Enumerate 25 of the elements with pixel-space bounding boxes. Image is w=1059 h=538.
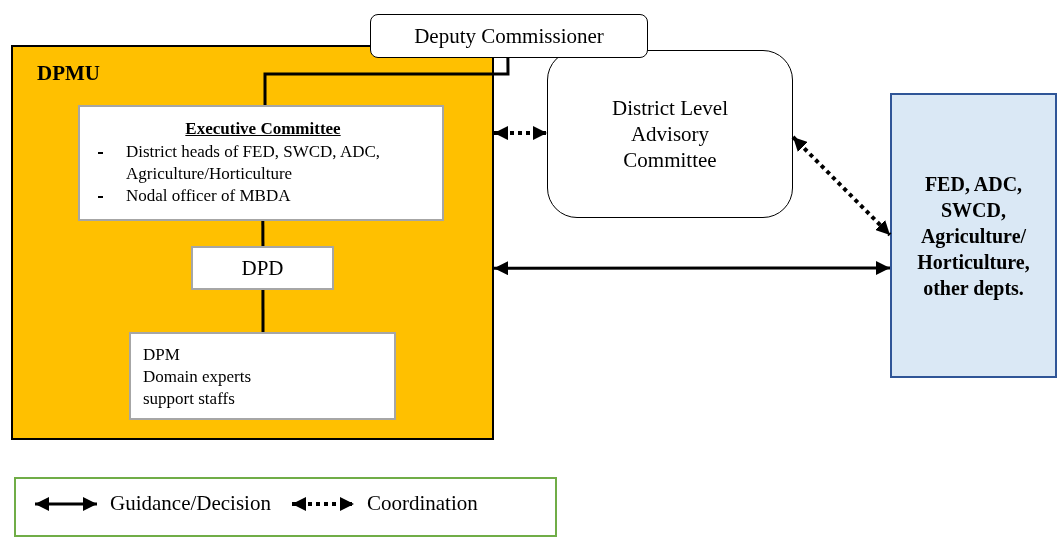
legend-label: Coordination (366, 491, 478, 516)
title-box (370, 14, 648, 58)
staff-label: DPM (143, 344, 181, 366)
double-arrow (791, 135, 892, 237)
unit-title: DPMU (37, 61, 100, 86)
department-label: FED, ADC, SWCD, Agriculture/ Horticulture, other depts. (916, 171, 1031, 301)
title-label: Deputy Commissioner (414, 22, 604, 50)
box-label: DPD (241, 254, 284, 282)
connector-line (261, 290, 265, 332)
legend-label: Guidance/Decision (110, 491, 271, 516)
connector-line (261, 221, 265, 246)
connector-line (263, 58, 510, 105)
staff-label: Domain experts (143, 366, 253, 388)
committee-box (78, 105, 444, 221)
list-item: District heads of FED, SWCD, ADC, Agriculture/Horticulture (94, 141, 432, 185)
list-item: Nodal officer of MBDA (94, 185, 432, 207)
committee-box (547, 50, 793, 218)
committee-heading: Executive Committee (185, 119, 341, 139)
department-box (890, 93, 1057, 378)
staff-label: support staffs (143, 388, 236, 410)
double-arrow (494, 126, 547, 141)
staff-box (129, 332, 396, 420)
box-label: District Level Advisory Committee (610, 94, 729, 174)
role-box (191, 246, 334, 290)
double-arrow (494, 261, 890, 276)
